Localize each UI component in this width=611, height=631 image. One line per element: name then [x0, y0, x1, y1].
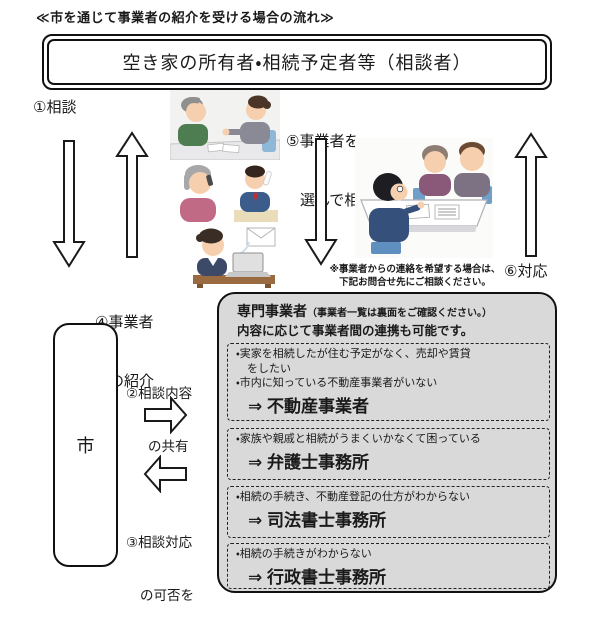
step3-label: ③相談対応 の可否を 回答: [126, 535, 194, 603]
city-label: 市: [76, 436, 95, 456]
up-arrow-step6-icon: [514, 132, 548, 258]
phone-consultation-illustration: [174, 162, 278, 227]
step1-label: ①相談: [33, 99, 77, 116]
contact-note: ※事業者からの連絡を希望する場合は、 下記お問合せ先にご相談ください。: [329, 264, 501, 289]
page-title: ≪市を通じて事業者の紹介を受ける場合の流れ≫: [36, 10, 335, 25]
category-lawyer-result: ⇒ 弁護士事務所: [248, 452, 369, 472]
specialists-title-note: （事業者一覧は裏面をご確認ください。）: [307, 308, 492, 319]
category-judicial-scrivener: ・相続の手続き、不動産登記の仕方がわからない ⇒ 司法書士事務所: [227, 486, 550, 538]
category-real-estate: ・実家を相続したが住む予定がなく、売却や賃貸 をしたい ・市内に知っている不動産…: [227, 343, 550, 421]
down-arrow-step5-icon: [304, 138, 338, 266]
up-arrow-step4-icon: [115, 131, 149, 259]
specialists-header: 専門事業者（事業者一覧は裏面をご確認ください。）: [237, 301, 492, 321]
step6-label: ⑥対応: [504, 263, 548, 280]
city-box: 市: [53, 323, 118, 567]
category-lawyer: ・家族や親戚と相続がうまくいかなくて困っている ⇒ 弁護士事務所: [227, 428, 550, 480]
owner-consulter-label: 空き家の所有者・相続予定者等（相談者）: [47, 39, 547, 85]
left-arrow-step3-icon: [143, 455, 188, 493]
category-administrative-scrivener-result: ⇒ 行政書士事務所: [248, 567, 386, 587]
email-laptop-illustration: [171, 225, 279, 293]
down-arrow-step1-icon: [52, 140, 86, 268]
step2-label: ②相談内容 の共有: [126, 386, 193, 454]
right-arrow-step2-icon: [143, 396, 188, 434]
specialists-panel: 専門事業者（事業者一覧は裏面をご確認ください。） 内容に応じて事業者間の連携も可…: [217, 292, 557, 593]
counter-consultation-illustration: [169, 90, 281, 165]
owner-consulter-box: 空き家の所有者・相続予定者等（相談者）: [42, 34, 552, 90]
business-meeting-illustration: [355, 138, 493, 263]
specialists-subtitle: 内容に応じて事業者間の連携も可能です。: [237, 324, 474, 338]
category-judicial-scrivener-result: ⇒ 司法書士事務所: [248, 510, 386, 530]
category-real-estate-result: ⇒ 不動産事業者: [248, 396, 369, 416]
specialists-title: 専門事業者: [237, 303, 307, 319]
category-administrative-scrivener: ・相続の手続きがわからない ⇒ 行政書士事務所: [227, 543, 550, 589]
